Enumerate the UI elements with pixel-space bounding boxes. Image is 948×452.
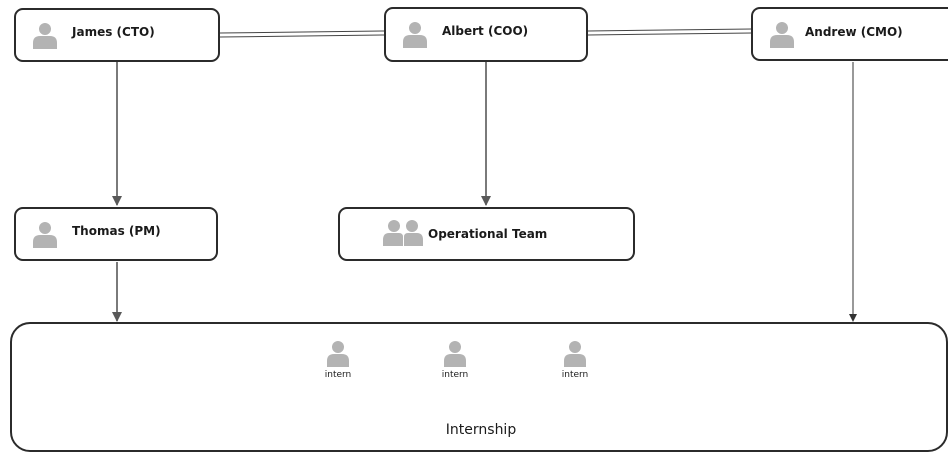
node-operational-team[interactable]: Operational Team	[338, 207, 635, 261]
person-icon	[327, 341, 349, 367]
node-label: James (CTO)	[72, 25, 155, 39]
intern-node[interactable]: intern	[550, 338, 600, 380]
org-chart-diagram: James (CTO) Albert (COO) Andrew (CMO) Th…	[10, 7, 948, 452]
link-albert-andrew	[587, 28, 753, 32]
link-albert-andrew-2	[587, 32, 753, 36]
node-label: Albert (COO)	[442, 24, 529, 38]
person-icon	[444, 341, 466, 367]
person-icon	[770, 22, 794, 48]
link-james-albert-2	[219, 34, 386, 38]
intern-label: intern	[324, 370, 352, 380]
person-icon	[33, 222, 57, 248]
person-icon	[33, 23, 57, 49]
node-andrew-cmo[interactable]: Andrew (CMO)	[751, 7, 948, 61]
intern-node[interactable]: intern	[430, 338, 480, 380]
node-label: Operational Team	[428, 227, 548, 241]
container-title: Internship	[445, 422, 517, 438]
intern-node[interactable]: intern	[313, 338, 363, 380]
node-james-cto[interactable]: James (CTO)	[14, 8, 220, 62]
intern-label: intern	[561, 370, 589, 380]
internship-container[interactable]: intern intern intern Internship	[10, 322, 948, 452]
node-thomas-pm[interactable]: Thomas (PM)	[14, 207, 218, 261]
person-icon	[564, 341, 586, 367]
intern-label: intern	[441, 370, 469, 380]
person-icon	[403, 22, 427, 48]
link-james-albert	[219, 30, 386, 34]
group-icon	[383, 220, 423, 246]
connectors	[112, 28, 857, 322]
node-label: Thomas (PM)	[72, 224, 161, 238]
node-albert-coo[interactable]: Albert (COO)	[384, 7, 588, 62]
node-label: Andrew (CMO)	[805, 25, 903, 39]
